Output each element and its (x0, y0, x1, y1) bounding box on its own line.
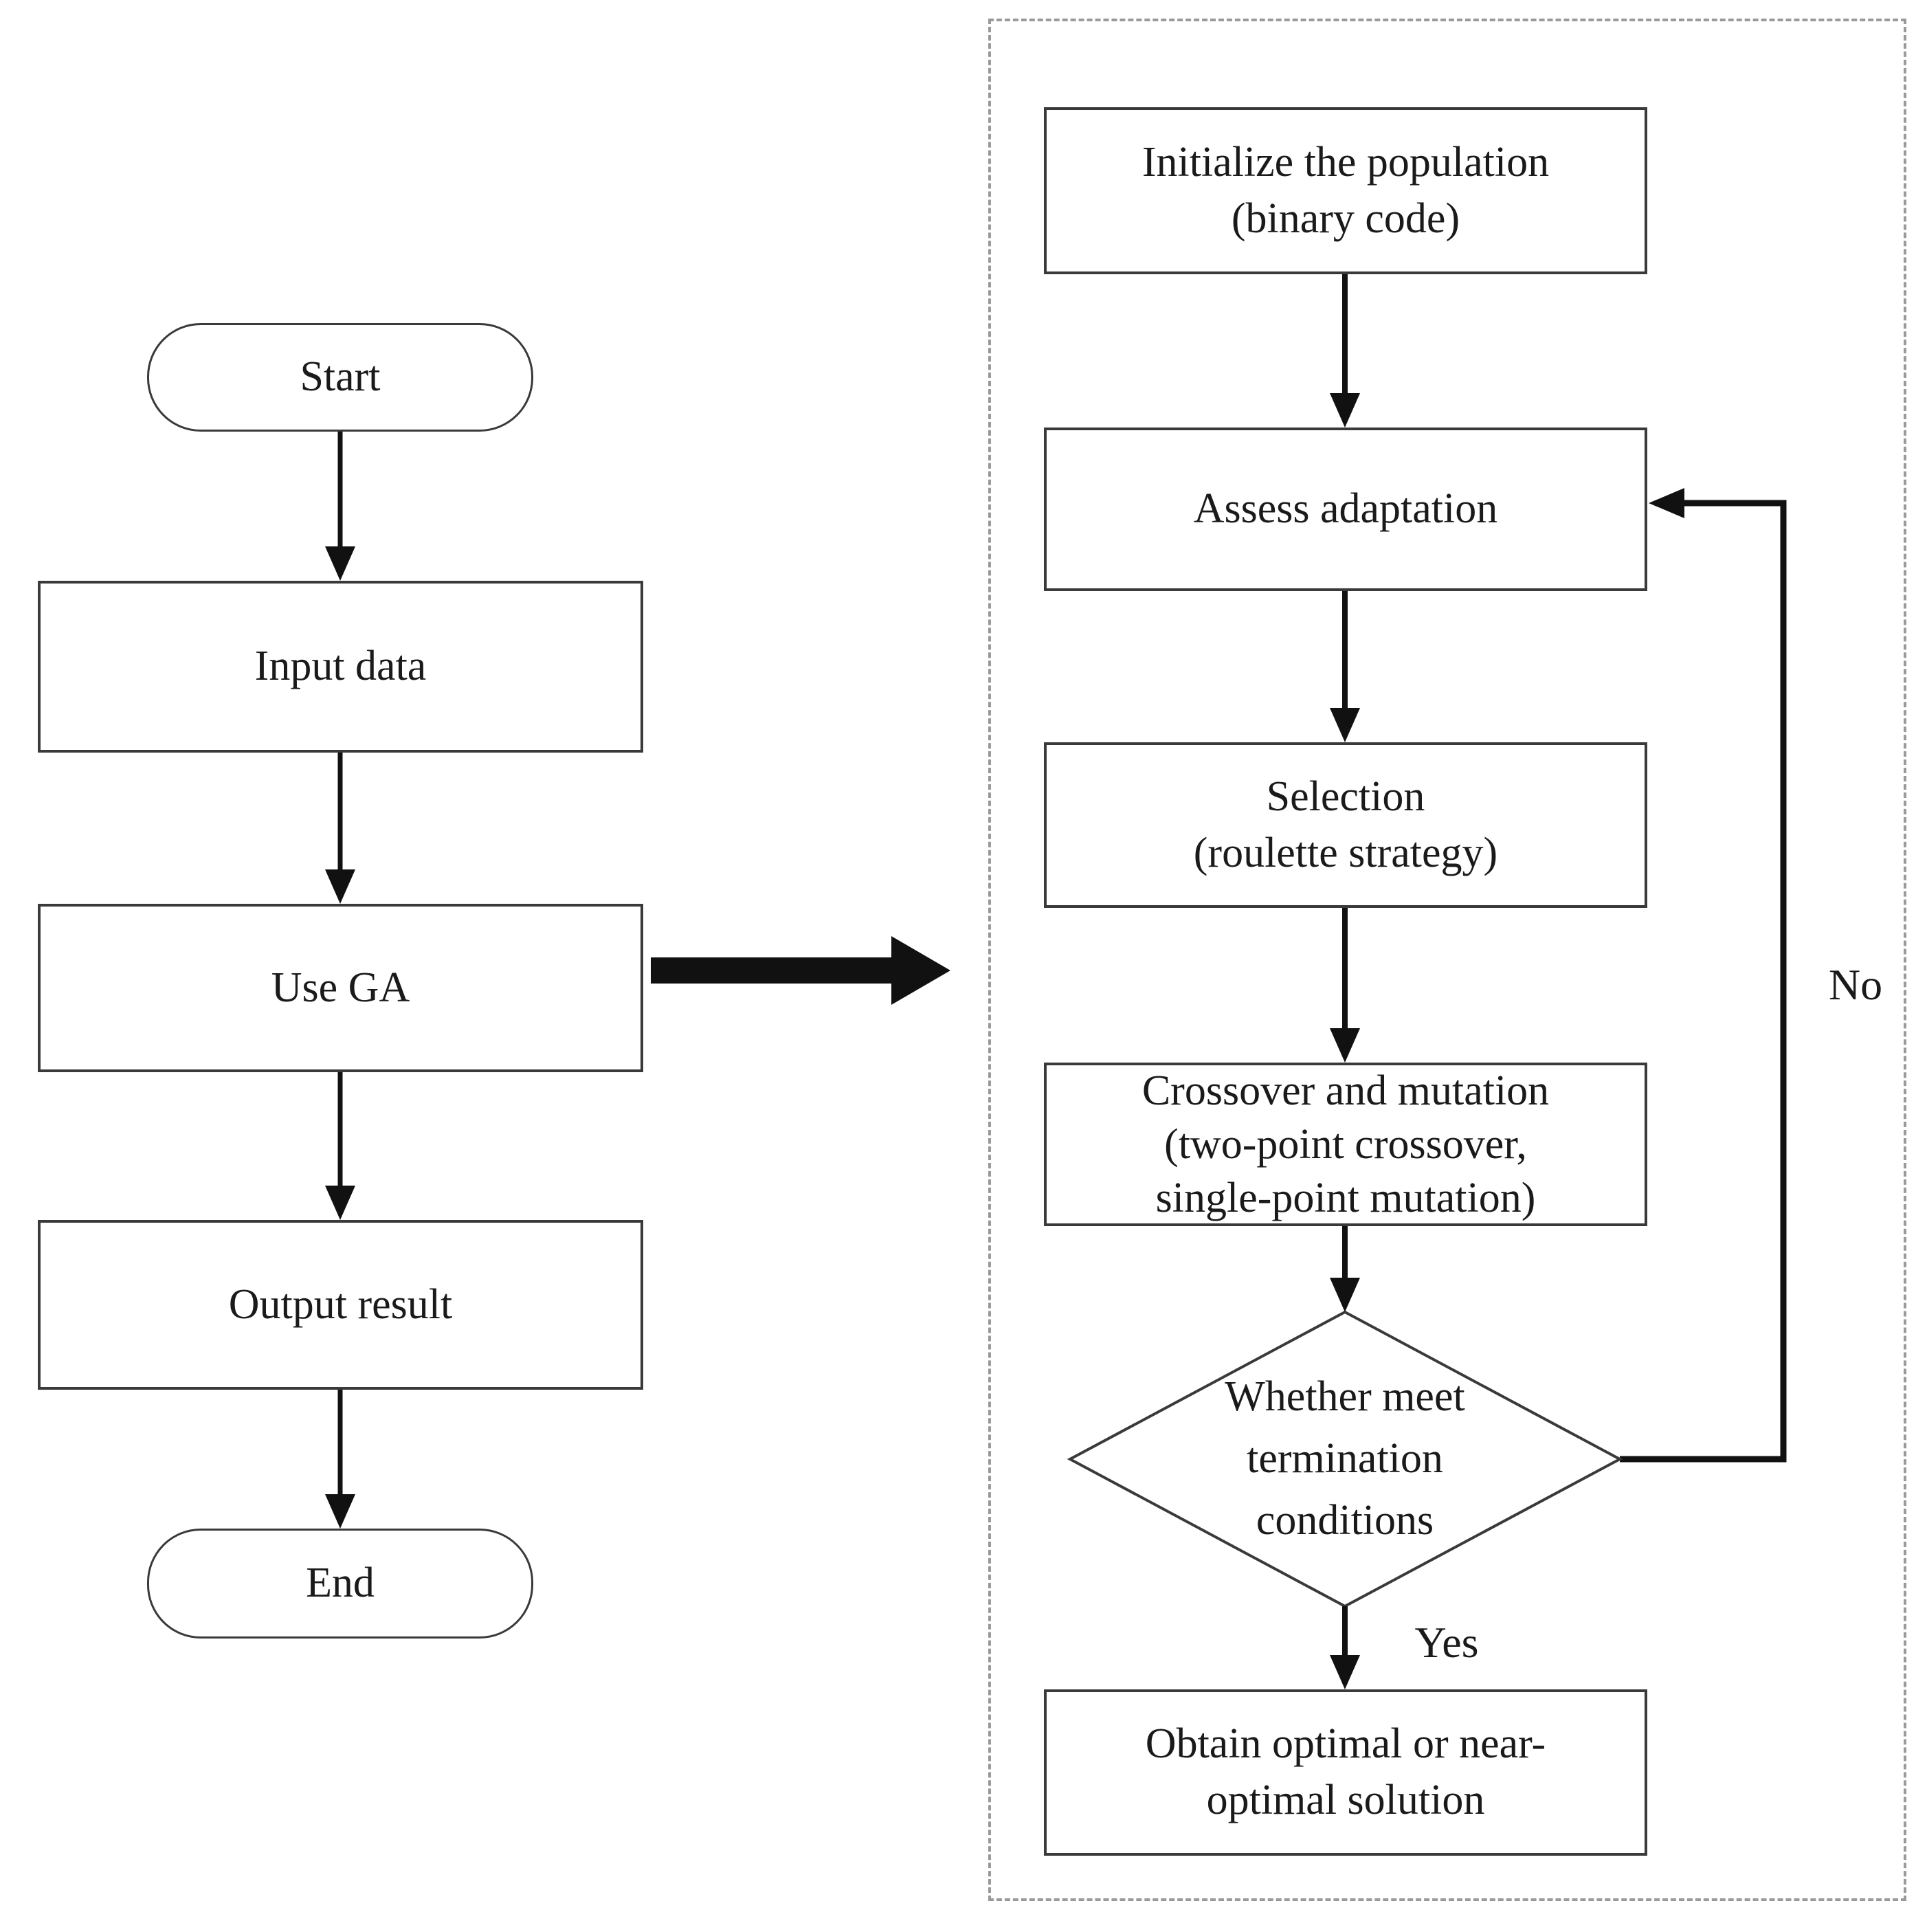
big-arrow-usega-to-panel-icon (651, 936, 950, 1005)
ga-detail-panel-dashed-border (988, 19, 1906, 1901)
start-node: Start (147, 323, 533, 432)
use-ga-node: Use GA (38, 904, 643, 1072)
no-loop-line (1620, 500, 1787, 1463)
decision-diamond-label: Whether meet termination conditions (1225, 1373, 1465, 1544)
input-data-node: Input data (38, 581, 643, 753)
arrow-input-to-usega (325, 753, 355, 904)
end-node: End (147, 1529, 533, 1639)
arrow-assess-to-selection (1330, 591, 1360, 742)
assess-adaptation-node: Assess adaptation (1044, 428, 1647, 591)
arrow-crossover-to-decision (1330, 1226, 1360, 1312)
yes-branch-label: Yes (1414, 1618, 1479, 1667)
obtain-solution-node: Obtain optimal or near- optimal solution (1044, 1689, 1647, 1856)
initialize-population-node: Initialize the population (binary code) (1044, 107, 1647, 274)
no-loop-arrowhead-icon (1649, 488, 1684, 518)
arrow-start-to-input (325, 432, 355, 581)
arrow-selection-to-crossover (1330, 908, 1360, 1063)
selection-node: Selection (roulette strategy) (1044, 742, 1647, 908)
arrow-initialize-to-assess (1330, 274, 1360, 428)
crossover-mutation-node: Crossover and mutation (two-point crosso… (1044, 1063, 1647, 1226)
no-branch-label: No (1828, 960, 1883, 1009)
arrow-output-to-end (325, 1390, 355, 1529)
output-result-node: Output result (38, 1220, 643, 1390)
arrow-usega-to-output (325, 1072, 355, 1220)
arrow-decision-to-obtain (1330, 1606, 1360, 1689)
